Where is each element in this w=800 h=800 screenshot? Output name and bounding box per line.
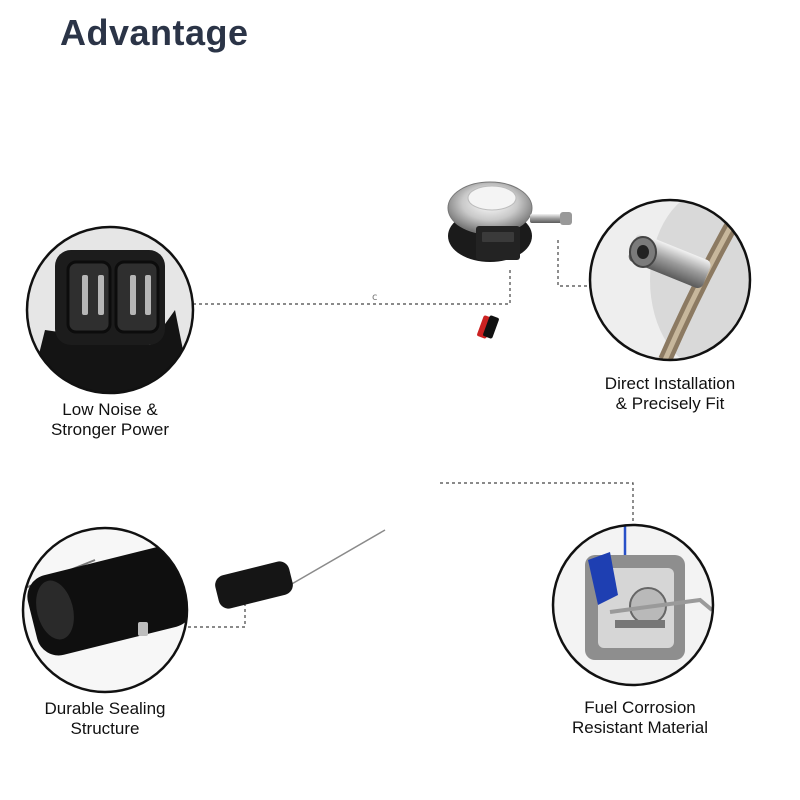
caption-line: Durable Sealing <box>44 699 166 718</box>
caption-line: Structure <box>70 719 140 738</box>
caption-line: Stronger Power <box>50 420 170 439</box>
connector-line-noise <box>193 268 511 305</box>
caption-line: & Precisely Fit <box>615 394 725 413</box>
connector-lines <box>188 240 634 628</box>
detail-sensor <box>551 523 715 687</box>
connector-line-sealing <box>188 600 246 628</box>
detail-connector <box>25 225 195 395</box>
caption-fuel-corrosion: Fuel Corrosion Resistant Material <box>550 698 730 738</box>
connector-line-corrosion <box>440 482 634 525</box>
wire-stub <box>477 315 499 339</box>
caption-line: Resistant Material <box>571 718 709 737</box>
svg-text:c: c <box>372 292 378 303</box>
detail-outlet-pipe <box>588 198 752 362</box>
caption-line: Fuel Corrosion <box>584 698 696 717</box>
fuel-pump-unit <box>447 181 572 262</box>
caption-low-noise: Low Noise & Stronger Power <box>30 400 190 440</box>
caption-line: Direct Installation <box>604 374 736 393</box>
caption-line: Low Noise & <box>62 400 158 419</box>
page-title: Advantage <box>60 12 249 53</box>
connector-line-installation <box>557 240 590 287</box>
detail-float <box>21 526 189 694</box>
caption-durable-sealing: Durable Sealing Structure <box>25 699 185 739</box>
float-arm <box>215 529 386 609</box>
caption-direct-installation: Direct Installation & Precisely Fit <box>585 374 755 414</box>
